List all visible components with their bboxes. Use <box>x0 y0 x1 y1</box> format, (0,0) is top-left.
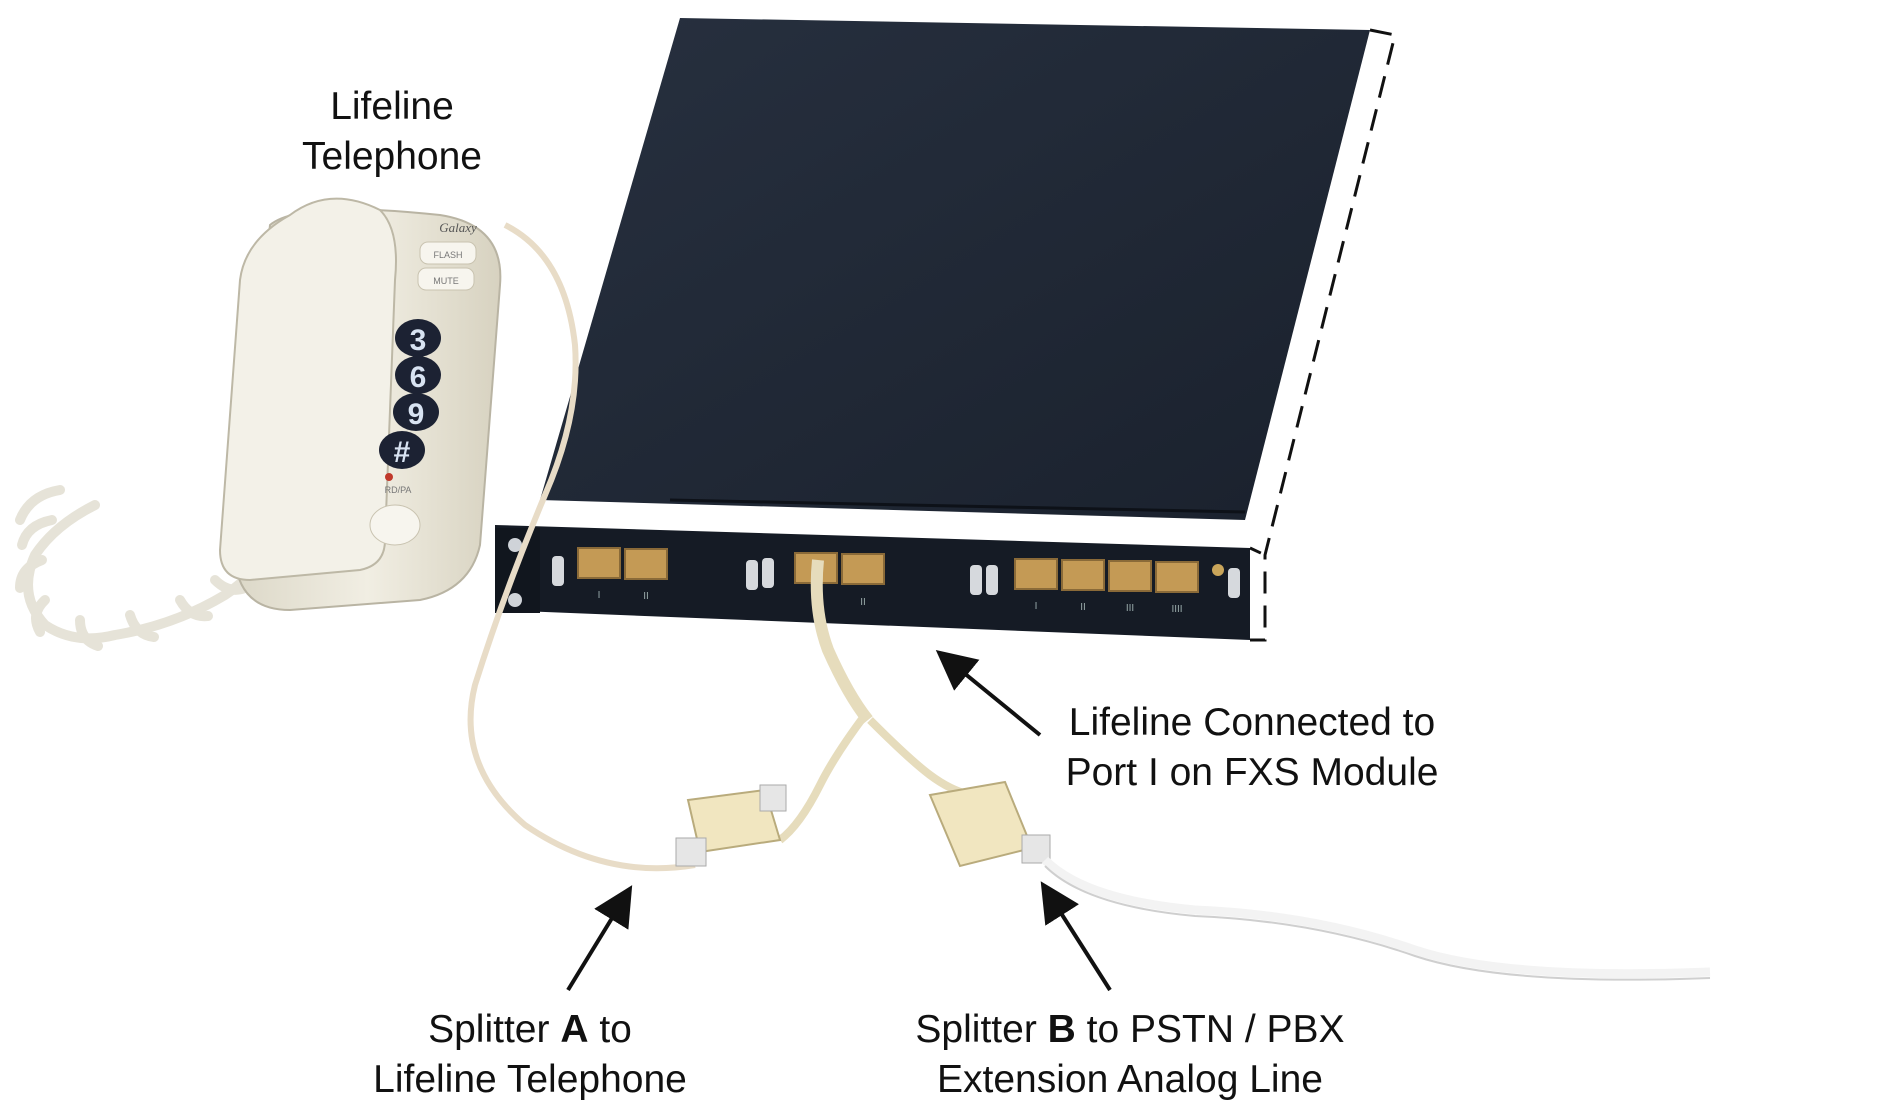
label-line: Splitter A to <box>330 1005 730 1055</box>
rj45-port[interactable] <box>1014 558 1058 590</box>
chassis-top <box>540 18 1370 520</box>
thumb-screw <box>762 558 774 588</box>
label-splitter-a: Splitter A to Lifeline Telephone <box>330 1005 730 1105</box>
splitter-a <box>675 784 787 867</box>
rack-screw <box>508 593 522 607</box>
splitter-b-plug <box>1021 834 1051 864</box>
module-right: I II III IIII <box>970 558 1240 615</box>
port-label: III <box>1126 603 1134 614</box>
rj45-port[interactable] <box>624 548 668 580</box>
splitter-b <box>928 780 1051 868</box>
splitter-a-body <box>686 788 782 854</box>
splitter-b-body <box>928 780 1034 868</box>
label-lifeline-connected: Lifeline Connected to Port I on FXS Modu… <box>1042 698 1462 798</box>
port-label: IIII <box>1171 604 1182 615</box>
phone-line-cord <box>467 222 696 872</box>
label-line: Telephone <box>302 135 482 178</box>
label-text: Splitter <box>428 1008 561 1051</box>
key-9[interactable] <box>393 393 439 431</box>
key-3-label: 3 <box>410 324 427 357</box>
thumb-screw <box>986 565 998 595</box>
label-line: Port I on FXS Module <box>1065 751 1439 794</box>
chassis-continuation-outline <box>1249 546 1266 557</box>
label-line: Extension Analog Line <box>937 1058 1323 1101</box>
label-text: to <box>588 1008 632 1051</box>
rj45-port[interactable] <box>577 547 621 579</box>
keypad: 3 6 9 # <box>379 319 441 469</box>
rj45-port[interactable] <box>1061 559 1105 591</box>
splitter-a-plug <box>675 837 707 867</box>
pstn-cable-edge <box>1044 865 1711 981</box>
status-led <box>1212 564 1224 576</box>
splitter-letter: A <box>560 1008 589 1051</box>
splitter-a-plug <box>759 784 787 812</box>
flash-label: FLASH <box>433 250 462 260</box>
arrow-lifeline-connected <box>935 649 1042 737</box>
thumb-screw <box>552 556 564 586</box>
fxs-cable-branch-a <box>777 712 869 844</box>
splitter-letter: B <box>1047 1008 1076 1051</box>
lifeline-telephone: Galaxy FLASH MUTE 3 6 9 # RD/PA <box>218 197 502 612</box>
fxs-cable-branch-b <box>867 717 972 799</box>
arrow-splitter-b <box>1040 881 1112 992</box>
redial-label: RD/PA <box>385 485 412 495</box>
port-label: II <box>1080 602 1086 613</box>
mute-button[interactable] <box>417 267 475 291</box>
label-text: Splitter <box>915 1008 1048 1051</box>
rj45-port-fxs-2[interactable] <box>841 553 885 585</box>
key-6-label: 6 <box>410 361 427 394</box>
key-hash[interactable] <box>379 431 425 469</box>
redial-button[interactable] <box>369 504 421 546</box>
rj45-port[interactable] <box>1108 560 1152 592</box>
label-line: Lifeline Connected to <box>1068 701 1436 744</box>
key-hash-label: # <box>394 436 411 469</box>
chassis-seam <box>669 498 1246 514</box>
port-label: II <box>643 591 649 602</box>
flash-button[interactable] <box>419 241 477 265</box>
thumb-screw <box>746 560 758 590</box>
phone-handset <box>218 197 397 582</box>
label-line: Lifeline <box>330 85 454 128</box>
key-9-label: 9 <box>408 398 425 431</box>
module-left: I II <box>552 547 668 602</box>
thumb-screw <box>970 565 982 595</box>
key-6[interactable] <box>395 356 441 394</box>
label-splitter-b: Splitter B to PSTN / PBX Extension Analo… <box>870 1005 1390 1105</box>
pstn-cable <box>1041 856 1711 979</box>
port-label: II <box>860 597 866 608</box>
label-line: Lifeline Telephone <box>373 1058 687 1101</box>
gateway-chassis: I II I II I II III IIII <box>495 18 1397 642</box>
fxs-cable <box>810 559 873 724</box>
label-lifeline-telephone: Lifeline Telephone <box>282 82 502 182</box>
label-line: Splitter B to PSTN / PBX <box>870 1005 1390 1055</box>
thumb-screw <box>1228 568 1240 598</box>
arrow-splitter-a <box>566 885 633 992</box>
indicator-led <box>385 473 393 481</box>
chassis-continuation-outline <box>1250 28 1397 642</box>
label-text: to PSTN / PBX <box>1075 1008 1345 1051</box>
key-3[interactable] <box>395 319 441 357</box>
rack-screw <box>508 538 522 552</box>
port-label: I <box>598 590 601 601</box>
port-label: I <box>1035 601 1038 612</box>
rj45-port[interactable] <box>1155 561 1199 593</box>
mute-label: MUTE <box>433 276 459 286</box>
phone-brand: Galaxy <box>439 220 477 235</box>
